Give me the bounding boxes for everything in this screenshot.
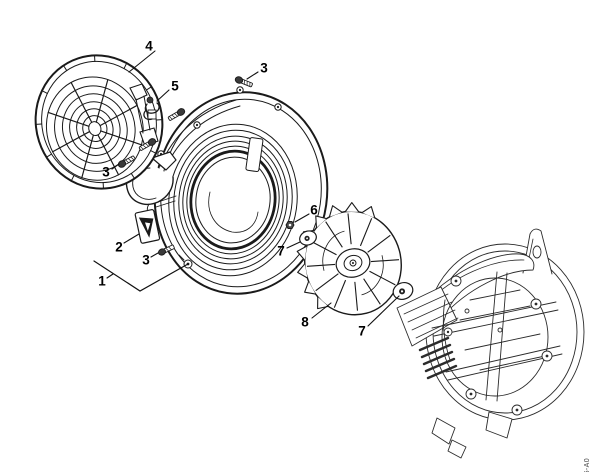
callout-2: 2 (115, 239, 123, 255)
callout-3-bottom: 3 (142, 252, 150, 268)
callout-5: 5 (171, 78, 179, 94)
callout-4: 4 (145, 38, 153, 54)
clip-drawing (143, 96, 160, 121)
cover-plate-drawing (134, 209, 161, 244)
engine-assembly-drawing (396, 228, 585, 459)
screws-drawing (117, 76, 253, 256)
callout-6: 6 (310, 202, 318, 218)
fan-wheel-drawing (296, 201, 402, 316)
washer-upper-drawing (299, 230, 317, 246)
callout-7-lower: 7 (358, 323, 366, 339)
callout-leader-lines (93, 50, 400, 327)
washer-lower-drawing (392, 281, 414, 301)
callout-8: 8 (301, 314, 309, 330)
callout-7-upper: 7 (277, 243, 285, 259)
callout-1: 1 (98, 273, 106, 289)
assembly-bracket (93, 260, 189, 292)
callout-3-top: 3 (260, 60, 268, 76)
nut-drawing (285, 221, 295, 229)
callout-3-left: 3 (102, 164, 110, 180)
drawing-code: 4241-GET-0075-A0 (584, 458, 591, 472)
